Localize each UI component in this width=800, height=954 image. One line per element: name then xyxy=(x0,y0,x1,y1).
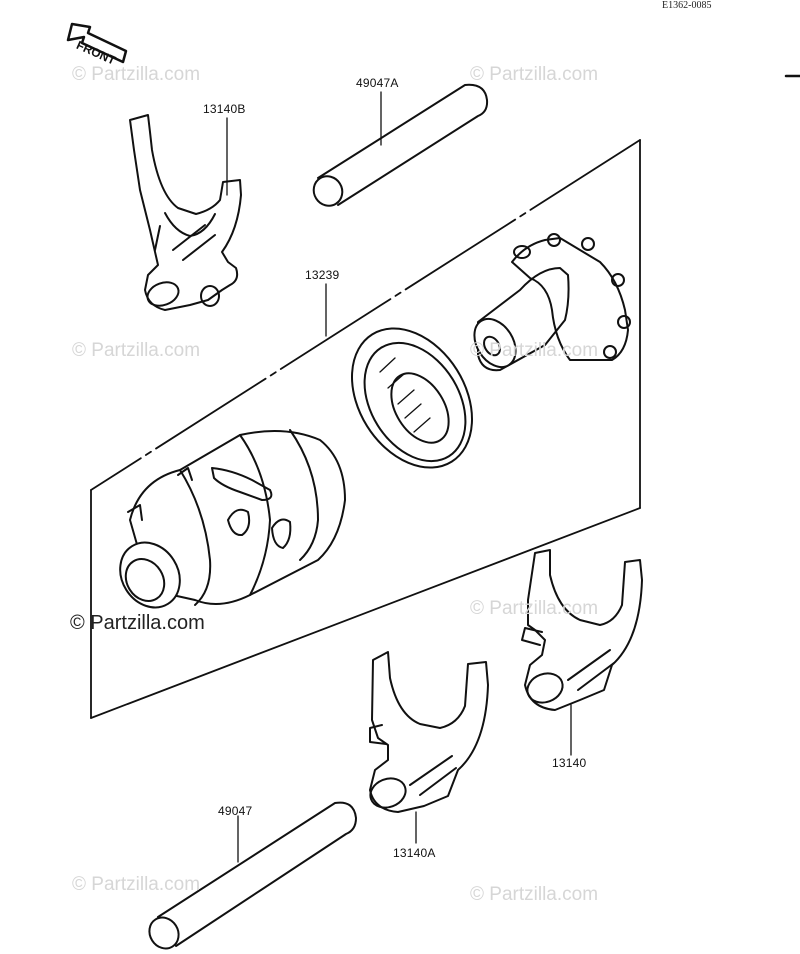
bearing xyxy=(351,327,473,469)
watermark: © Partzilla.com xyxy=(72,340,201,361)
shift-fork-13140b xyxy=(129,114,242,311)
leader-lines xyxy=(226,91,572,863)
drum-assembly-box xyxy=(90,139,641,719)
diagram-code: E1362-0085 xyxy=(662,0,712,11)
shift-rod-49047a xyxy=(312,83,489,207)
watermark-dark: © Partzilla.com xyxy=(70,612,205,634)
watermark: © Partzilla.com xyxy=(470,340,599,361)
drum-pin-plate xyxy=(473,233,631,372)
shift-drum xyxy=(119,429,346,609)
label-13140: 13140 xyxy=(552,756,587,770)
label-49047: 49047 xyxy=(218,804,253,818)
front-arrow-icon xyxy=(66,22,128,64)
watermark: © Partzilla.com xyxy=(72,64,201,85)
label-13239: 13239 xyxy=(305,268,340,282)
shift-rod-49047 xyxy=(148,801,357,950)
label-13140b: 13140B xyxy=(203,102,246,116)
watermark: © Partzilla.com xyxy=(470,598,599,619)
watermark: © Partzilla.com xyxy=(470,64,599,85)
label-13140a: 13140A xyxy=(393,846,436,860)
watermark: © Partzilla.com xyxy=(470,884,599,905)
shift-fork-13140 xyxy=(521,549,643,711)
label-49047a: 49047A xyxy=(356,76,399,90)
watermark: © Partzilla.com xyxy=(72,874,201,895)
shift-fork-13140a xyxy=(369,651,489,813)
